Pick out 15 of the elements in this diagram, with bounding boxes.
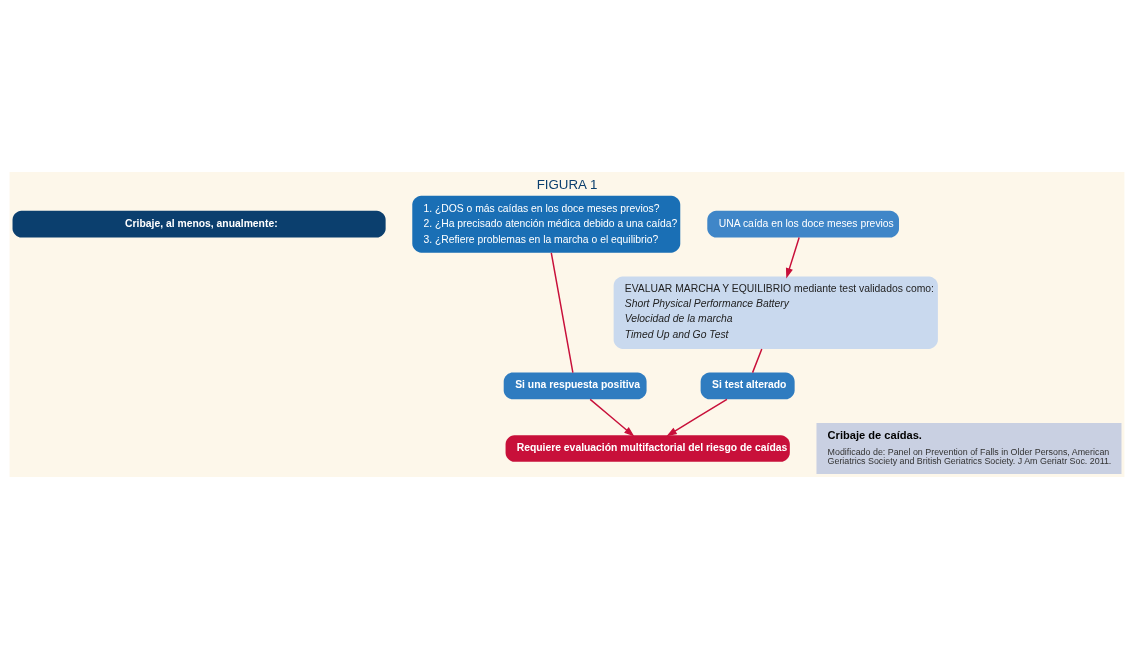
caption: Cribaje de caídas. [827,428,922,441]
node-box: Si una respuesta positiva [503,372,647,400]
arrow [666,398,728,437]
node-box: EVALUAR MARCHA Y EQUILIBRIO mediante test validados como: Short Physical Performance Battery Velocidad de la marcha Timed Up and Go Test [613,276,938,349]
node-box: Cribaje, al menos, anualmente: [12,210,386,238]
node-box: Si test alterado [700,372,795,400]
node-box: Requiere evaluación multifactorial del riesgo de caídas [505,435,790,462]
arrow [785,236,800,279]
connector [751,348,763,374]
node-box: UNA caída en los doce meses previos [707,210,899,238]
diagram-title: FIGURA 1 [536,176,598,192]
node-box: 1. ¿DOS o más caídas en los doce meses previos? 2. ¿Ha precisado atención médica debido a una caída? 3. ¿Refiere problemas en la marcha o el equilibrio? [412,195,681,253]
connector [550,252,574,374]
arrow [589,398,635,437]
label: Modificado de: Panel on Prevention of Falls in Older Persons, American Geriatrics Society and British Geriatrics Society. J Am Geriatr Soc. 2011. [827,446,1112,467]
